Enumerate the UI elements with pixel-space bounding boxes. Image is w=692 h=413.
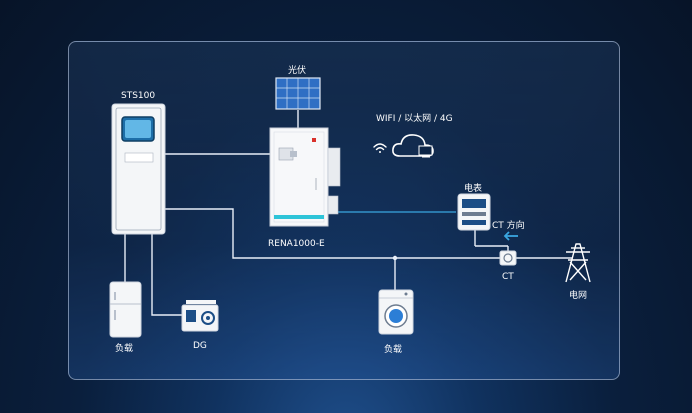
ess-cabinet-icon: [269, 127, 341, 227]
grid-label: 电网: [569, 291, 588, 301]
refrigerator-icon: [109, 281, 142, 338]
line-sts-to-grid-bus: [165, 208, 500, 259]
dg-label: DG: [193, 341, 207, 351]
wifi-icon: [373, 143, 387, 153]
ct-icon: [499, 250, 517, 266]
inverter-label: RENA1000-E: [268, 239, 325, 249]
load-left-label: 负载: [115, 344, 134, 354]
power-lines: [124, 110, 572, 316]
transmission-tower-icon: [565, 243, 591, 283]
bus-junction: [392, 255, 398, 261]
sts-label: STS100: [121, 91, 156, 101]
pv-label: 光伏: [288, 66, 307, 76]
generator-icon: [181, 300, 219, 332]
wifi-label: WIFI / 以太网 / 4G: [376, 114, 453, 124]
sts-cabinet-icon: [111, 103, 166, 235]
meter-icon: [457, 193, 491, 231]
cloud-icon: [392, 134, 434, 158]
line-sts-to-dg: [151, 233, 182, 316]
arrow-left-icon: [503, 231, 518, 241]
ct-label: CT: [502, 272, 514, 282]
meter-label: 电表: [464, 184, 483, 194]
ct-direction-label: CT 方向: [492, 221, 525, 231]
washing-machine-icon: [378, 289, 414, 335]
solar-panel-icon: [275, 77, 321, 110]
load-right-label: 负载: [384, 345, 403, 355]
